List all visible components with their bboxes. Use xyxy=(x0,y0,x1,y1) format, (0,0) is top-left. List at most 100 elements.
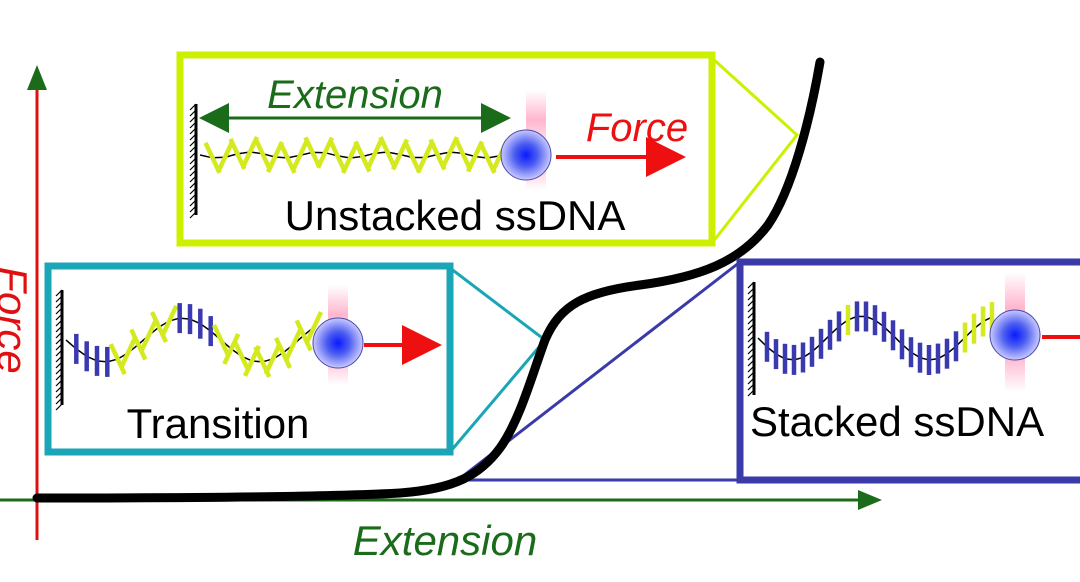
nucleotide-base xyxy=(108,343,127,376)
wall-hatch xyxy=(189,133,197,141)
nucleotide-base xyxy=(118,336,138,369)
nucleotide-base xyxy=(340,142,360,174)
panel-unstacked: Extension Force Unstacked ssDNA xyxy=(176,51,716,247)
wall-hatch xyxy=(189,181,197,189)
wall-hatch xyxy=(747,305,755,313)
wall-hatch xyxy=(747,341,755,349)
wall-hatch xyxy=(747,281,755,289)
nucleotide-base xyxy=(440,136,460,169)
wall-hatch xyxy=(747,329,755,337)
wall-hatch xyxy=(747,317,755,325)
wall-hatch xyxy=(189,163,197,171)
wall-hatch xyxy=(55,397,63,405)
y-axis-label: Force xyxy=(0,266,36,373)
optical-bead xyxy=(500,129,552,181)
nucleotide-base xyxy=(284,328,303,361)
wall-anchor xyxy=(747,281,756,397)
nucleotide-base xyxy=(378,136,397,169)
wall-hatch xyxy=(55,403,63,411)
unstacked-connector xyxy=(710,56,800,244)
wall-hatch xyxy=(747,365,755,373)
nucleotide-base xyxy=(139,319,158,352)
nucleotide-base xyxy=(290,139,310,172)
wall-hatch xyxy=(55,343,63,351)
nucleotide-base xyxy=(294,319,313,352)
nucleotide-base xyxy=(265,141,285,173)
nucleotide-base xyxy=(453,137,472,170)
panel-stacked: Stacked ssDNA xyxy=(736,258,1080,484)
wall-hatch xyxy=(55,319,63,327)
wall-hatch xyxy=(189,103,197,111)
wall-hatch xyxy=(747,293,755,301)
nucleotide-base xyxy=(211,324,231,356)
optical-bead xyxy=(312,317,364,369)
nucleotide-base xyxy=(263,343,282,376)
wall-hatch xyxy=(747,287,755,295)
wall-anchor xyxy=(55,289,64,411)
wall-hatch xyxy=(189,127,197,135)
nucleotide-base xyxy=(415,141,435,174)
wall-hatch xyxy=(747,311,755,319)
wall-hatch xyxy=(189,139,197,147)
stacked-strand xyxy=(757,301,995,375)
wall-hatch xyxy=(55,337,63,345)
wall-hatch xyxy=(55,367,63,375)
wall-hatch xyxy=(55,325,63,333)
force-extension-curve xyxy=(32,57,825,503)
panel-unstacked-border xyxy=(176,51,716,247)
wall-hatch xyxy=(189,115,197,123)
force-label: Force xyxy=(586,106,688,150)
wall-hatch xyxy=(189,169,197,177)
wall-hatch xyxy=(189,109,197,117)
wall-hatch xyxy=(189,211,197,219)
x-axis-arrowhead xyxy=(858,490,882,510)
wall-hatch xyxy=(55,313,63,321)
wall-hatch xyxy=(55,301,63,309)
wall-hatch xyxy=(189,205,197,213)
panel-unstacked-label: Unstacked ssDNA xyxy=(285,192,626,239)
nucleotide-base xyxy=(232,340,251,373)
wall-hatch xyxy=(189,193,197,201)
wall-hatch xyxy=(189,187,197,195)
nucleotide-base xyxy=(203,141,222,174)
wall-hatch xyxy=(55,361,63,369)
panel-stacked-border xyxy=(736,258,1080,484)
nucleotide-base xyxy=(303,136,322,169)
nucleotide-base xyxy=(273,336,293,369)
wall-hatch xyxy=(747,335,755,343)
panel-transition: Transition xyxy=(44,262,454,456)
wall-hatch xyxy=(189,145,197,153)
panel-transition-label: Transition xyxy=(127,400,310,447)
extension-label: Extension xyxy=(267,73,443,117)
x-axis-label: Extension xyxy=(353,517,537,564)
wall-hatch xyxy=(55,349,63,357)
wall-hatch xyxy=(55,373,63,381)
wall-hatch xyxy=(747,383,755,391)
wall-hatch xyxy=(747,353,755,361)
wall-hatch xyxy=(55,385,63,393)
wall-hatch xyxy=(189,175,197,183)
wall-anchor xyxy=(189,103,198,219)
wall-hatch xyxy=(55,331,63,339)
wall-hatch xyxy=(55,379,63,387)
wall-hatch xyxy=(747,299,755,307)
wall-hatch xyxy=(747,323,755,331)
wall-hatch xyxy=(55,289,63,297)
unstacked-strand xyxy=(199,136,510,174)
wall-hatch xyxy=(747,359,755,367)
nucleotide-base xyxy=(160,304,179,337)
nucleotide-base xyxy=(253,137,272,170)
wall-hatch xyxy=(189,151,197,159)
transition-strand xyxy=(65,303,324,378)
nucleotide-base xyxy=(328,139,347,172)
wall-hatch xyxy=(55,307,63,315)
wall-hatch xyxy=(747,389,755,397)
nucleotide-base xyxy=(365,137,385,170)
wall-hatch xyxy=(189,157,197,165)
optical-bead xyxy=(989,309,1041,361)
wall-hatch xyxy=(189,121,197,129)
y-axis-arrowhead xyxy=(27,65,47,90)
nucleotide-base xyxy=(222,332,241,365)
nucleotide-base xyxy=(403,141,422,174)
